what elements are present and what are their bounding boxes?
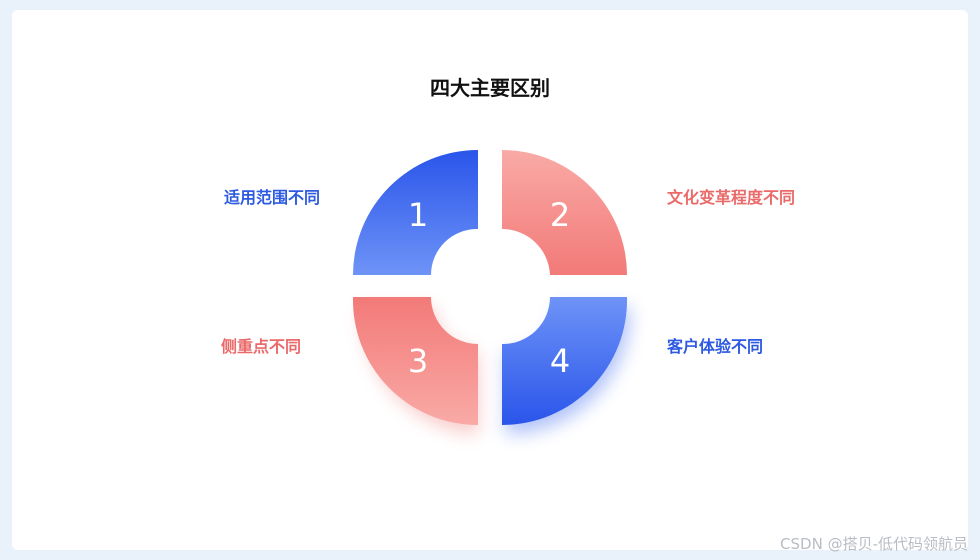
segment-4-number: 4 [550,342,570,380]
watermark: CSDN @搭贝-低代码领航员 [780,535,968,553]
segment-2-label: 文化变革程度不同 [667,188,796,207]
segment-1-label: 适用范围不同 [224,188,321,207]
segment-2 [502,150,627,275]
segment-4-label: 客户体验不同 [667,337,764,356]
segment-3 [352,297,478,426]
segment-2-number: 2 [550,196,570,234]
segment-1 [353,150,478,275]
segment-3-number: 3 [408,342,428,380]
content-card [12,10,968,550]
segment-3-label: 侧重点不同 [221,337,302,356]
diagram-title: 四大主要区别 [430,76,550,100]
segment-4 [502,297,628,426]
segment-1-number: 1 [408,196,428,234]
